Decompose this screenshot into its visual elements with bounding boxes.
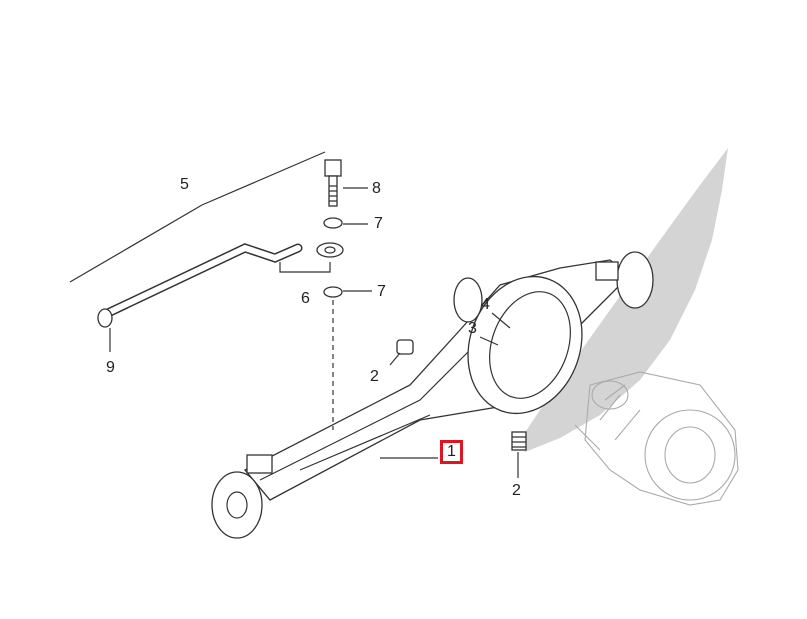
rear-axle-housing[interactable] <box>211 251 654 539</box>
differential-carrier-ghost <box>574 371 739 506</box>
callout-4[interactable]: 4 <box>481 296 490 313</box>
callout-5[interactable]: 5 <box>180 176 189 193</box>
callout-9[interactable]: 9 <box>106 359 115 376</box>
callout-2-plug[interactable]: 2 <box>370 368 379 385</box>
callout-6[interactable]: 6 <box>301 290 310 307</box>
banjo-fitting[interactable] <box>316 242 344 258</box>
callout-7-upper[interactable]: 7 <box>374 215 383 232</box>
plug[interactable] <box>396 339 414 355</box>
leader-lines <box>69 151 519 478</box>
callout-7-lower[interactable]: 7 <box>377 283 386 300</box>
washer-7-lower[interactable] <box>323 286 343 298</box>
breather-tube[interactable] <box>105 243 303 317</box>
callout-8[interactable]: 8 <box>372 180 381 197</box>
callout-3[interactable]: 3 <box>468 320 477 337</box>
drain-plug[interactable] <box>511 431 527 451</box>
bolt[interactable] <box>324 159 342 207</box>
callout-1-highlighted[interactable]: 1 <box>440 440 463 464</box>
washer-7-upper[interactable] <box>323 217 343 229</box>
callout-2-drain[interactable]: 2 <box>512 482 521 499</box>
washer-9[interactable] <box>97 308 113 328</box>
